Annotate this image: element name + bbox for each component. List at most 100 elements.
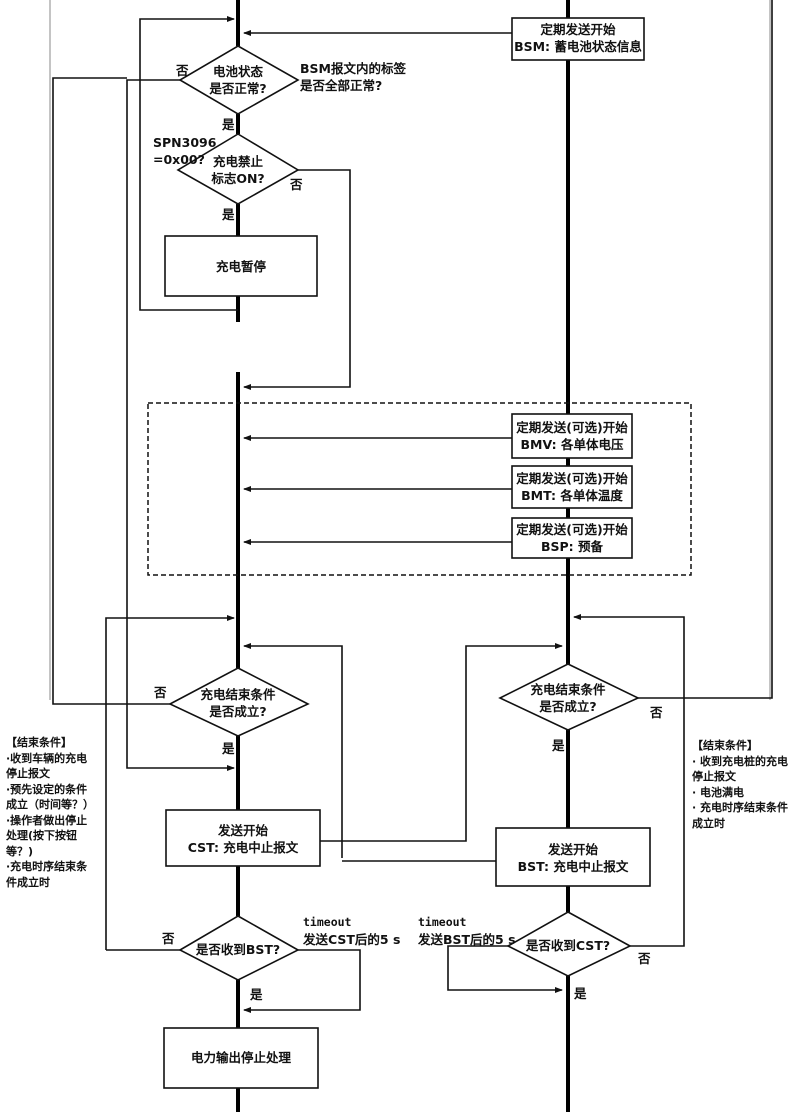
left-cond-line: ·操作者做出停止 <box>6 813 88 827</box>
decision-cst-shape <box>506 911 632 977</box>
arrow-left-bst-no <box>105 615 235 950</box>
bst-yes-label: 是 <box>250 987 263 1002</box>
bst-box-line1: 发送开始 <box>547 842 598 857</box>
left-end-conditions: 【结束条件】 ·收到车辆的充电 停止报文 ·预先设定的条件 成立（时间等？） ·… <box>6 735 94 890</box>
pause-box: 充电暂停 <box>215 259 266 274</box>
bsm-box-line1: 定期发送开始 <box>540 22 616 37</box>
battery-yes-label: 是 <box>222 117 235 132</box>
left-cond-line: 【结束条件】 <box>6 736 72 749</box>
left-cond-line: ·预先设定的条件 <box>6 782 88 796</box>
right-cond-line: · 充电时序结束条件 <box>692 801 789 814</box>
stop-box: 电力输出停止处理 <box>190 1050 291 1065</box>
left-timeout-note: timeout 发送CST后的5 s <box>303 914 400 948</box>
left-timeout-loop <box>243 949 361 1013</box>
bmv-box-line1: 定期发送(可选)开始 <box>516 420 628 435</box>
bsp-box-shape <box>511 517 633 559</box>
decision-inhibit-shape <box>176 133 300 205</box>
decision-inhibit-line1: 充电禁止 <box>212 154 263 169</box>
cst-box-line2: CST: 充电中止报文 <box>187 840 299 855</box>
right-timeout-note: timeout 发送BST后的5 s <box>418 914 516 948</box>
decision-bst: 是否收到BST? <box>195 942 281 957</box>
left-timeout-line2: 发送CST后的5 s <box>303 932 401 947</box>
right-timeout-line2: 发送BST后的5 s <box>418 932 516 947</box>
bmt-box-shape <box>511 465 633 509</box>
loop-pause-to-top <box>139 16 238 311</box>
left-cond-line: ·充电时序结束条 <box>6 860 88 873</box>
left-cond-line: 处理(按下按钮 <box>6 829 78 842</box>
decision-inhibit-line2: 标志ON? <box>211 171 265 186</box>
decision-battery-line1: 电池状态 <box>212 64 263 79</box>
cst-box-shape <box>165 809 321 867</box>
bsp-box-line1: 定期发送(可选)开始 <box>516 522 628 537</box>
decision-battery: 电池状态 是否正常? <box>196 63 280 97</box>
decision-bst-shape <box>178 915 300 981</box>
arrow-right-loop <box>573 614 685 698</box>
left-timeout-line1: timeout <box>303 915 352 929</box>
bsp-box: 定期发送(可选)开始 BSP: 预备 <box>512 521 632 555</box>
arrow-bst-to-left <box>243 643 343 858</box>
decision-cst: 是否收到CST? <box>525 938 611 953</box>
cst-box: 发送开始 CST: 充电中止报文 <box>166 822 320 856</box>
decision-right-end: 充电结束条件 是否成立? <box>516 681 620 715</box>
bst-no-label: 否 <box>162 931 175 946</box>
bst-box-shape <box>495 827 651 887</box>
bmt-box-line2: BMT: 各单体温度 <box>521 488 623 503</box>
decision-battery-shape <box>178 45 300 115</box>
bmt-box-line1: 定期发送(可选)开始 <box>516 471 628 486</box>
battery-note-line2: 是否全部正常? <box>300 78 383 93</box>
bmv-box-shape <box>511 413 633 459</box>
left-cond-line: 等？) <box>6 844 34 858</box>
left-cond-line: 件成立时 <box>6 875 50 889</box>
left-end-yes-label: 是 <box>222 741 235 756</box>
left-cond-line: 停止报文 <box>6 767 50 780</box>
bsm-box: 定期发送开始 BSM: 蓄电池状态信息 <box>512 21 644 55</box>
battery-note-line1: BSM报文内的标签 <box>300 61 406 76</box>
right-end-yes-label: 是 <box>552 738 565 753</box>
bmv-box: 定期发送(可选)开始 BMV: 各单体电压 <box>512 419 632 453</box>
right-cond-line: · 收到充电桩的充电 <box>692 754 789 768</box>
spn-note-line1: SPN3096 <box>153 135 217 150</box>
bst-box: 发送开始 BST: 充电中止报文 <box>496 841 650 875</box>
battery-note: BSM报文内的标签 是否全部正常? <box>300 60 406 94</box>
decision-right-end-line1: 充电结束条件 <box>530 682 606 697</box>
spn-note: SPN3096 =0x00? <box>153 134 216 168</box>
decision-right-end-line2: 是否成立? <box>539 699 597 714</box>
right-cond-line: 成立时 <box>692 816 725 830</box>
stop-box-shape <box>163 1027 319 1089</box>
inhibit-yes-label: 是 <box>222 207 235 222</box>
inhibit-no-branch <box>243 169 351 390</box>
bst-box-line2: BST: 充电中止报文 <box>517 859 629 874</box>
right-end-no-label: 否 <box>650 705 663 720</box>
right-end-conditions: 【结束条件】 · 收到充电桩的充电 停止报文 · 电池满电 · 充电时序结束条件… <box>692 738 788 831</box>
cst-yes-label: 是 <box>574 986 587 1001</box>
right-end-no-loop <box>638 0 773 699</box>
bsp-box-line2: BSP: 预备 <box>540 539 604 554</box>
decision-left-end-shape <box>168 667 310 737</box>
right-timeout-line1: timeout <box>418 915 467 929</box>
spn-note-line2: =0x00? <box>153 152 205 167</box>
optional-region <box>147 402 692 576</box>
right-cond-line: 【结束条件】 <box>692 739 758 752</box>
bmv-box-line2: BMV: 各单体电压 <box>520 437 624 452</box>
battery-no-branch <box>126 79 235 771</box>
inhibit-no-label: 否 <box>290 177 303 192</box>
decision-battery-line2: 是否正常? <box>209 81 267 96</box>
decision-left-end-line1: 充电结束条件 <box>200 687 276 702</box>
right-cond-line: 停止报文 <box>692 770 736 783</box>
left-cond-line: 成立（时间等？） <box>6 798 94 811</box>
battery-no-label: 否 <box>176 63 189 78</box>
left-cond-line: ·收到车辆的充电 <box>6 751 88 765</box>
left-end-no-label: 否 <box>154 685 167 700</box>
cst-no-label: 否 <box>638 951 651 966</box>
bmt-box: 定期发送(可选)开始 BMT: 各单体温度 <box>512 470 632 504</box>
bsm-box-line2: BSM: 蓄电池状态信息 <box>514 39 642 54</box>
right-cond-line: · 电池满电 <box>692 785 745 799</box>
cst-box-line1: 发送开始 <box>217 823 268 838</box>
pause-box-shape <box>164 235 318 297</box>
decision-inhibit: 充电禁止 标志ON? <box>196 153 280 187</box>
left-end-no-loop <box>52 77 170 705</box>
arrow-cst-to-right <box>320 643 563 842</box>
right-timeout-loop <box>447 945 563 993</box>
decision-right-end-shape <box>498 663 640 731</box>
